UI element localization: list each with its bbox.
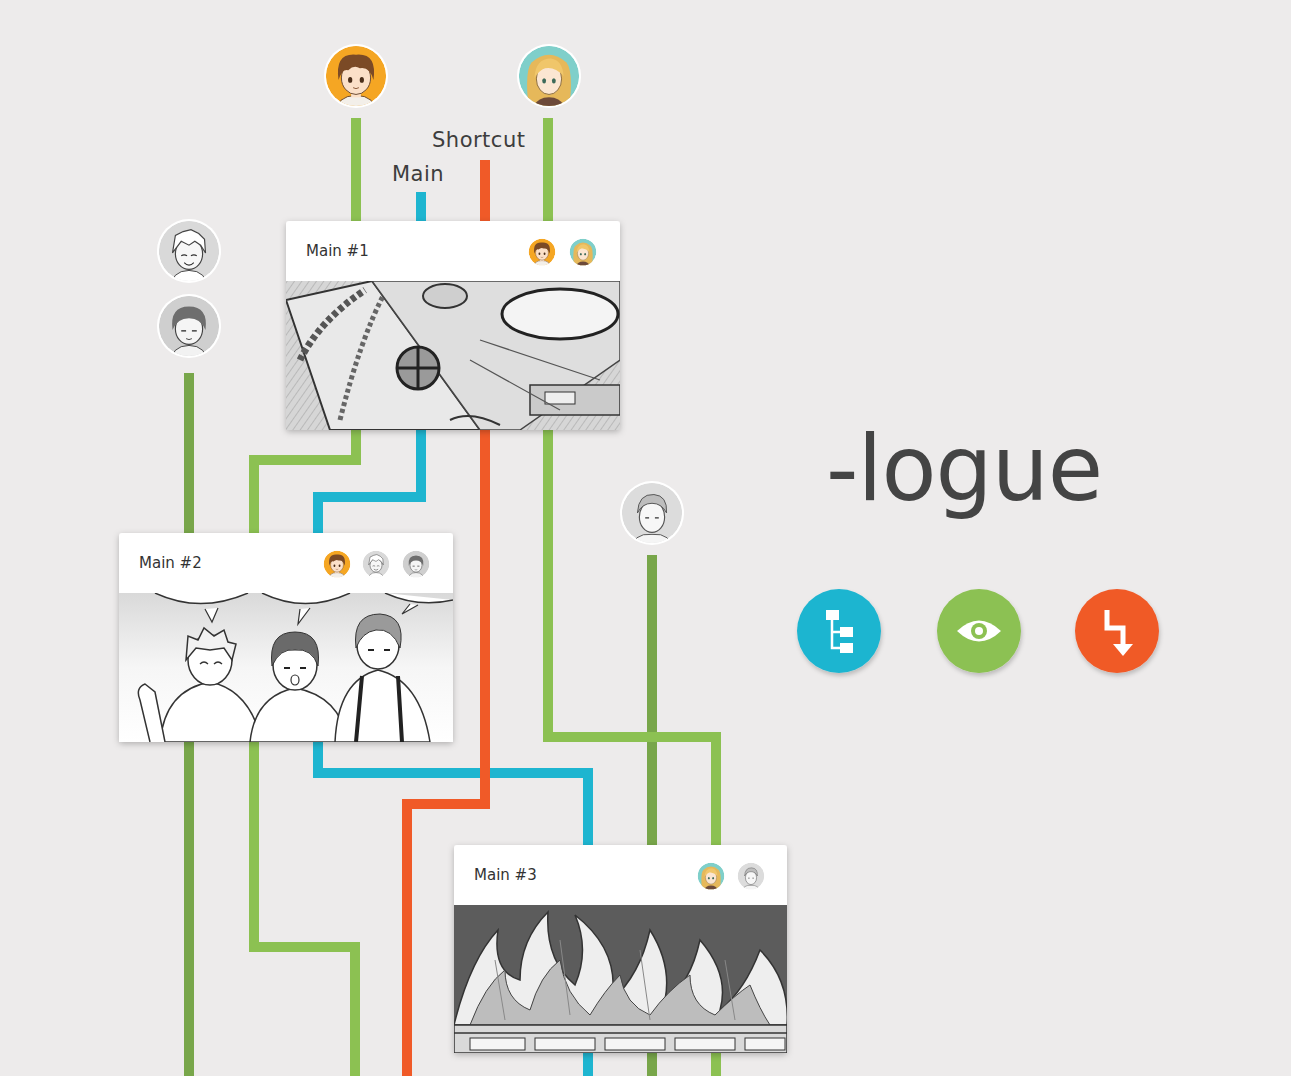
character-line [647, 555, 657, 849]
card-title: Main #1 [306, 241, 369, 261]
card-avatar [697, 862, 725, 893]
character-avatar [517, 44, 581, 115]
character-avatar [620, 481, 684, 552]
story-connector [254, 426, 356, 537]
line-label: Shortcut [432, 127, 525, 153]
character-line [711, 1049, 721, 1076]
line-label: Main [392, 161, 444, 187]
character-line [184, 373, 194, 537]
card-background [454, 845, 787, 1053]
character-line [543, 118, 553, 225]
story-connector [548, 426, 716, 849]
card-illustration [286, 281, 620, 430]
shortcut-icon [1075, 589, 1159, 673]
character-line [184, 738, 194, 1076]
character-avatar [157, 219, 221, 290]
logo-title: -logue [826, 424, 1102, 514]
card-avatar [737, 862, 765, 893]
main-line [416, 192, 426, 225]
scene-card: Main #1 [286, 221, 620, 430]
character-line [647, 1049, 657, 1076]
card-avatar [362, 550, 390, 581]
character-avatar [157, 294, 221, 365]
story-connector [318, 738, 588, 849]
eye-icon [937, 589, 1021, 673]
story-connector [318, 426, 421, 537]
main-line [583, 1049, 593, 1076]
card-illustration [454, 905, 787, 1053]
tree-icon [797, 589, 881, 673]
card-illustration [119, 593, 453, 742]
character-avatar [324, 44, 388, 115]
scene-card: Main #2 [119, 533, 453, 742]
card-title: Main #3 [474, 865, 537, 885]
character-line [254, 738, 355, 1076]
card-avatar [569, 238, 597, 269]
card-avatar [402, 550, 430, 581]
card-avatar [528, 238, 556, 269]
scene-card: Main #3 [454, 845, 787, 1053]
character-line [351, 118, 361, 225]
card-background [119, 533, 453, 742]
card-title: Main #2 [139, 553, 202, 573]
card-background [286, 221, 620, 430]
card-avatar [323, 550, 351, 581]
